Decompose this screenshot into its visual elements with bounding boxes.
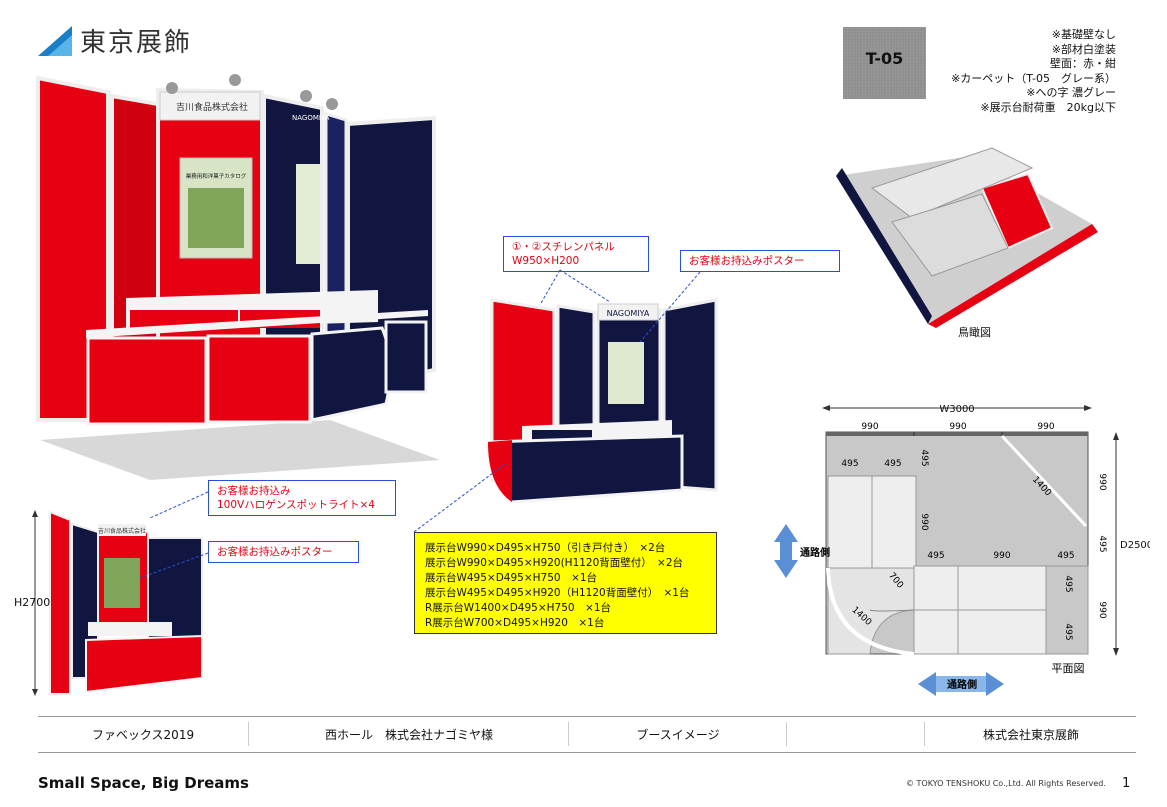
height-dimension-line [32, 510, 38, 696]
note-line: ※展示台耐荷重 20kg以下 [980, 100, 1116, 114]
plan-dim: 990 [919, 513, 929, 530]
aisle-left-label: 通路側 [800, 546, 830, 559]
aisle-left-arrow-icon [774, 524, 798, 578]
plan-dim: 990 [949, 422, 966, 432]
spotlight-icon [326, 98, 338, 110]
callout-line: ①・②スチレンパネル [512, 241, 615, 253]
plan-dim: 990 [1097, 473, 1107, 490]
footer-bottom-rule [38, 752, 1136, 753]
footer-divider [786, 722, 787, 746]
header-sign-text: 吉川食品株式会社 [176, 101, 248, 113]
callout-line: 100Vハロゲンスポットライト×4 [217, 499, 375, 511]
mid-booth-render: NAGOMIYA [486, 298, 718, 504]
floor-plan: W3000 990 990 990 495 495 495 990 1400 4… [774, 404, 1150, 696]
panel-callout: ①・②スチレンパネル W950×H200 [503, 236, 649, 272]
tagline: Small Space, Big Dreams [38, 774, 249, 792]
plan-dim: 495 [1063, 623, 1073, 640]
fixture-item: 展示台W990×D495×H750（引き戸付き） ×2台 [425, 542, 666, 554]
note-line: ※部材白塗装 [1051, 42, 1116, 56]
nagomiya-sign: NAGOMIYA [292, 114, 330, 122]
aerial-label: 鳥瞰図 [958, 326, 991, 339]
footer-divider [568, 722, 569, 746]
aisle-bottom-arrow-icon [918, 672, 1004, 696]
footer-divider [248, 722, 249, 746]
plan-dim: 990 [861, 422, 878, 432]
height-label: H2700 [14, 596, 51, 609]
fixture-item: 展示台W990×D495×H920(H1120背面壁付） ×2台 [425, 557, 684, 569]
carpet-swatch: T-05 [843, 27, 926, 99]
footer-type: ブースイメージ [636, 728, 720, 742]
plan-width-total: W3000 [939, 404, 974, 415]
plan-dim: 495 [884, 459, 901, 469]
main-booth-render: 吉川食品株式会社 業務用和洋菓子カタログ NAGOMIYA [36, 74, 440, 480]
plan-dim: 495 [919, 449, 929, 466]
spotlight-icon [300, 90, 312, 102]
fixture-item: 展示台W495×D495×H920（H1120背面壁付） ×1台 [425, 587, 690, 599]
plan-dim: 990 [993, 551, 1010, 561]
fixture-item: 展示台W495×D495×H750 ×1台 [425, 572, 598, 584]
callout-line: W950×H200 [512, 255, 580, 267]
plan-dim: 495 [1097, 535, 1107, 552]
poster-callout-left: お客様お持込みポスター [208, 541, 359, 563]
note-line: ※カーペット（T-05 グレー系） [951, 71, 1116, 85]
plan-dim: 990 [1037, 422, 1054, 432]
footer-hall: 西ホール 株式会社ナゴミヤ様 [324, 728, 493, 742]
plan-dim: 990 [1097, 601, 1107, 618]
page-number: 1 [1122, 776, 1131, 791]
poster-callout-mid: お客様お持込みポスター [680, 250, 840, 272]
fixture-item: R展示台W700×D495×H920 ×1台 [425, 617, 605, 629]
fixture-item: R展示台W1400×D495×H750 ×1台 [425, 602, 612, 614]
note-line: ※基礎壁なし [1051, 28, 1116, 41]
aerial-view [836, 147, 1098, 328]
fixture-list: 展示台W990×D495×H750（引き戸付き） ×2台 展示台W990×D49… [414, 532, 717, 634]
footer-event: ファベックス2019 [91, 728, 195, 742]
plan-dim: 495 [841, 459, 858, 469]
poster-title: 業務用和洋菓子カタログ [186, 172, 247, 180]
aisle-bottom-label: 通路側 [947, 678, 977, 691]
spotlight-icon [229, 74, 241, 86]
plan-depth-total: D2500 [1120, 540, 1150, 551]
logo-text: 東京展飾 [80, 28, 193, 58]
footer-top-rule [38, 716, 1136, 717]
plan-label: 平面図 [1052, 662, 1085, 675]
note-line: 壁面：赤・紺 [1050, 57, 1116, 70]
callout-line: お客様お持込み [217, 485, 291, 497]
plan-dim: 495 [927, 551, 944, 561]
copyright: © TOKYO TENSHOKU Co.,Ltd. All Rights Res… [906, 779, 1106, 788]
plan-dim: 495 [1057, 551, 1074, 561]
footer-company: 株式会社東京展飾 [982, 728, 1079, 742]
spec-notes: ※基礎壁なし ※部材白塗装 壁面：赤・紺 ※カーペット（T-05 グレー系） ※… [930, 28, 1116, 115]
mid-sign-text: NAGOMIYA [607, 309, 650, 318]
small-sign-text: 吉川食品株式会社 [98, 527, 146, 535]
logo-mark-icon [38, 25, 72, 56]
spotlight-callout: お客様お持込み 100Vハロゲンスポットライト×4 [208, 480, 396, 516]
small-booth-render: 吉川食品株式会社 [49, 510, 203, 695]
company-logo: 東京展飾 [38, 22, 192, 59]
swatch-label: T-05 [865, 49, 904, 68]
plan-dim: 495 [1063, 575, 1073, 592]
footer-divider [924, 722, 925, 746]
note-line: ※への字 濃グレー [1026, 86, 1116, 99]
spotlight-icon [166, 82, 178, 94]
